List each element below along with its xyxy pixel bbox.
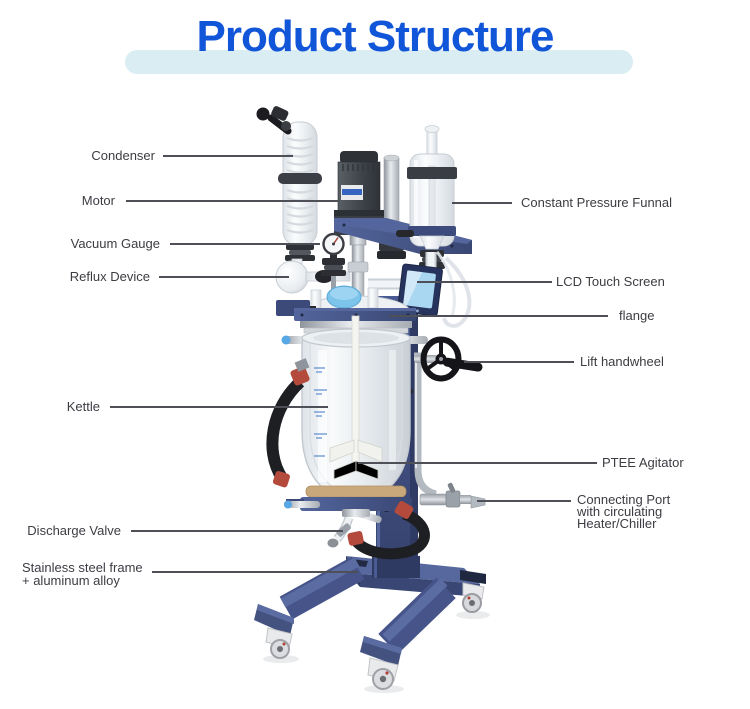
title-highlight-band xyxy=(125,50,633,74)
ptee-agitator-illustration xyxy=(329,315,383,480)
caster-front xyxy=(367,657,399,690)
heating-hoses xyxy=(266,358,430,560)
label-frame-line-1: Stainless steel frame xyxy=(22,560,143,575)
jacket-pipe xyxy=(414,352,437,498)
reflux-device-illustration xyxy=(275,258,351,294)
label-kettle: Kettle xyxy=(66,399,100,414)
label-connecting-port-line-1: Connecting Port xyxy=(577,492,671,507)
lift-handwheel-illustration xyxy=(414,336,483,382)
graduation-marks xyxy=(314,367,327,457)
leader-lines xyxy=(110,155,608,573)
label-connecting-port: Connecting Port with circulating Heater/… xyxy=(577,492,671,531)
label-flange: flange xyxy=(619,308,655,323)
label-motor: Motor xyxy=(81,193,115,208)
label-frame-line-2: + aluminum alloy xyxy=(22,573,120,588)
caster-right xyxy=(460,570,486,613)
label-discharge-valve: Discharge Valve xyxy=(27,523,121,538)
label-condenser: Condenser xyxy=(91,148,155,163)
label-connecting-port-line-3: Heater/Chiller xyxy=(577,516,657,531)
kettle-support-ring xyxy=(284,485,412,524)
label-constant-pressure-funnal: Constant Pressure Funnal xyxy=(521,195,673,210)
label-frame: Stainless steel frame + aluminum alloy xyxy=(22,561,143,587)
clear-tubing xyxy=(435,251,472,328)
page-title: Product Structure xyxy=(196,12,554,61)
label-connecting-port-line-2: with circulating xyxy=(577,504,663,519)
label-lift-handwheel: Lift handwheel xyxy=(580,354,664,369)
lcd-touch-screen-illustration xyxy=(397,263,443,317)
label-lcd-touch-screen: LCD Touch Screen xyxy=(556,274,665,289)
discharge-valve-illustration xyxy=(327,516,354,548)
label-ptee-agitator: PTEE Agitator xyxy=(602,455,684,470)
frame-base-illustration xyxy=(254,556,490,693)
caster-left xyxy=(265,627,293,659)
vacuum-gauge-illustration xyxy=(321,232,346,300)
label-vacuum-gauge: Vacuum Gauge xyxy=(70,236,160,251)
connecting-port-illustration xyxy=(419,482,486,509)
label-reflux-device: Reflux Device xyxy=(69,269,150,284)
condenser-illustration xyxy=(256,106,322,261)
